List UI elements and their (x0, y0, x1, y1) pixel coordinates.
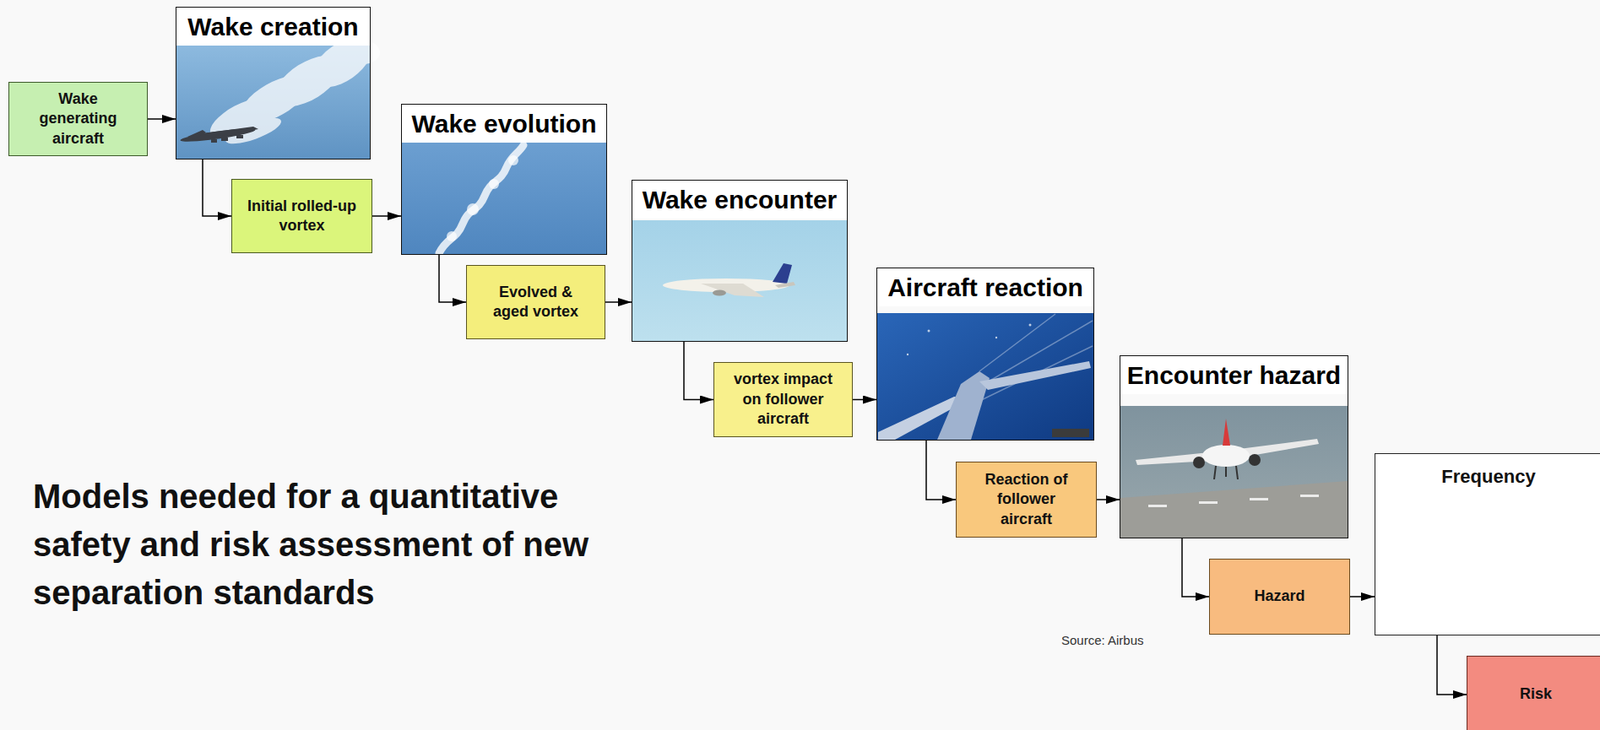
node-text: Hazard (1253, 586, 1305, 607)
process-box: Initial rolled-up vortex (231, 178, 373, 254)
node-text: Encounter hazard (1120, 356, 1348, 395)
stage-box: Wake evolution (401, 103, 608, 255)
flow-arrow (605, 301, 632, 304)
flow-arrow (439, 254, 467, 303)
node-text: Wake encounter (632, 180, 847, 219)
aircraft-reaction-photo (877, 313, 1094, 440)
wake-creation-photo (176, 27, 380, 159)
node-text: Wake creation (176, 7, 370, 46)
source-note: Source: Airbus (1061, 633, 1231, 649)
flow-arrow (202, 159, 232, 217)
wake-encounter-photo (632, 220, 847, 342)
flow-arrow (147, 118, 176, 120)
process-box: Evolved & aged vortex (466, 265, 606, 340)
heading-note: Models needed for a quantitative safety … (32, 472, 624, 617)
flow-arrow (1437, 635, 1467, 695)
process-box: vortex impact on follower aircraft (713, 362, 853, 438)
flow-arrow (683, 341, 714, 401)
node-text: Aircraft reaction (877, 268, 1094, 307)
node-text: Frequency (1375, 466, 1600, 489)
result-box: Frequency (1374, 453, 1600, 636)
stage-box: Wake creation (175, 6, 371, 160)
node-text: Risk (1519, 684, 1552, 705)
wake-evolution-photo (401, 141, 607, 255)
process-box: Risk (1466, 656, 1600, 730)
stage-box: Aircraft reaction (876, 267, 1095, 441)
stage-box: Encounter hazard (1119, 355, 1349, 539)
flow-arrow (1096, 498, 1120, 501)
process-box: Reaction of follower aircraft (955, 461, 1097, 538)
flow-arrow (852, 399, 877, 402)
process-box: Hazard (1209, 558, 1351, 635)
flow-arrow (372, 215, 402, 217)
node-text: Wake evolution (401, 104, 607, 143)
node-text: vortex impact on follower aircraft (729, 369, 837, 429)
encounter-hazard-photo (1120, 406, 1348, 538)
node-text: Wake generating aircraft (24, 89, 132, 149)
process-box: Wake generating aircraft (8, 81, 148, 157)
flow-arrow (1350, 596, 1375, 598)
node-text: Evolved & aged vortex (482, 282, 590, 323)
flow-arrow (1182, 538, 1210, 597)
stage-box: Wake encounter (631, 179, 848, 342)
node-text: Initial rolled-up vortex (247, 196, 357, 237)
flow-arrow (926, 440, 956, 500)
node-text: Reaction of follower aircraft (971, 470, 1081, 530)
